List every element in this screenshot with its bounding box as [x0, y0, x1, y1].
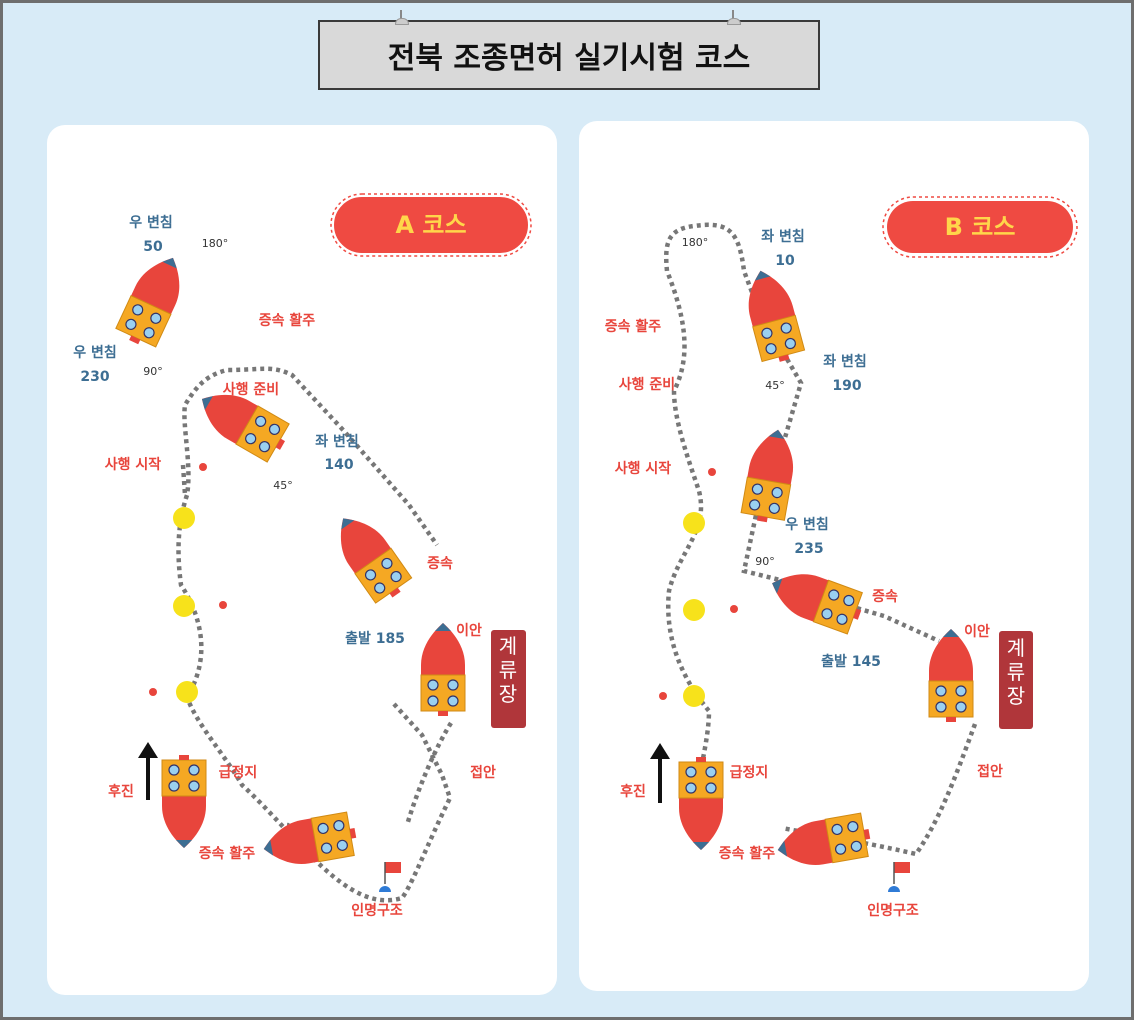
route-label: 좌 변침	[823, 354, 867, 370]
route-label: 후진	[620, 783, 646, 800]
marker-dot	[199, 463, 207, 471]
dock-char: 계	[499, 634, 517, 658]
course-badge-label: B 코스	[945, 213, 1016, 241]
boat	[772, 574, 863, 635]
route-label: 증속 활주	[199, 845, 256, 862]
route-label: 190	[832, 378, 861, 394]
route-label: 이안	[964, 623, 990, 640]
route-label: 90°	[755, 555, 775, 568]
route-label: 140	[324, 457, 353, 473]
page-title: 전북 조종면허 실기시험 코스	[387, 41, 751, 76]
route-label: 90°	[143, 365, 163, 378]
route-label: 인명구조	[351, 902, 403, 919]
route-label: 우 변침	[129, 215, 173, 231]
marker-dot	[730, 605, 738, 613]
route-label: 급정지	[219, 764, 258, 781]
course-badge	[887, 201, 1073, 253]
route-label: 사행 시작	[615, 460, 672, 477]
badge-outline	[330, 193, 532, 257]
route-label: 좌 변침	[761, 229, 805, 245]
badge-outline	[882, 196, 1078, 258]
buoy	[173, 595, 195, 617]
rescue-flag	[379, 862, 401, 892]
route-label: 급정지	[730, 764, 769, 781]
rescue-flag	[888, 862, 910, 892]
route-path	[286, 721, 453, 834]
title-sign: 전북 조종면허 실기시험 코스	[318, 10, 820, 90]
hanger-hook	[395, 10, 409, 25]
route-label: 인명구조	[867, 902, 919, 919]
boat	[928, 629, 974, 722]
dock-char: 계	[1007, 636, 1025, 660]
boat	[115, 257, 180, 348]
dock-char: 류	[1007, 660, 1025, 684]
buoy	[176, 681, 198, 703]
route-label: 우 변침	[73, 345, 117, 361]
buoy	[683, 599, 705, 621]
dock-char: 장	[1007, 684, 1025, 708]
boat	[740, 429, 794, 523]
hanger-hook	[727, 10, 741, 25]
route-label: 증속 활주	[605, 318, 662, 335]
marker-dot	[219, 601, 227, 609]
boat	[161, 755, 207, 848]
route-label: 230	[80, 369, 109, 385]
route-label: 50	[143, 239, 163, 255]
boat	[777, 812, 871, 866]
route-label: 사행 시작	[105, 456, 162, 473]
boat	[748, 270, 806, 363]
route-label: 10	[775, 253, 795, 269]
dock	[999, 631, 1033, 729]
boat	[340, 518, 413, 604]
route-label: 접안	[470, 764, 496, 781]
boat	[263, 811, 357, 865]
route-label: 사행 준비	[619, 377, 675, 393]
buoy	[683, 685, 705, 707]
boat	[678, 757, 724, 850]
dock-char: 장	[499, 682, 517, 706]
arrow-head	[138, 742, 158, 758]
course-badge	[334, 197, 528, 253]
boat	[420, 623, 466, 716]
route-path	[664, 222, 978, 857]
route-path	[176, 366, 453, 903]
dock-char: 류	[499, 658, 517, 682]
route-label: 이안	[456, 622, 482, 639]
marker-dot	[708, 468, 716, 476]
marker-dot	[659, 692, 667, 700]
route-label: 증속	[427, 556, 453, 572]
buoy	[683, 512, 705, 534]
boat	[201, 394, 290, 463]
marker-dot	[149, 688, 157, 696]
route-label: 45°	[273, 479, 293, 492]
buoy	[173, 507, 195, 529]
dock	[491, 630, 526, 728]
route-label: 접안	[977, 763, 1003, 780]
route-label: 출발 185	[345, 630, 405, 647]
route-label: 180°	[682, 236, 709, 249]
route-label: 증속 활주	[719, 845, 776, 862]
route-label: 증속	[872, 589, 898, 605]
route-label: 출발 145	[821, 653, 881, 670]
arrow-head	[650, 743, 670, 759]
route-label: 235	[794, 541, 823, 557]
route-label: 45°	[765, 379, 785, 392]
route-label: 사행 준비	[223, 382, 279, 398]
route-label: 우 변침	[785, 517, 829, 533]
route-label: 180°	[202, 237, 229, 250]
route-label: 좌 변침	[315, 434, 359, 450]
route-label: 증속 활주	[259, 312, 316, 329]
course-badge-label: A 코스	[395, 211, 466, 239]
route-label: 후진	[108, 783, 134, 800]
